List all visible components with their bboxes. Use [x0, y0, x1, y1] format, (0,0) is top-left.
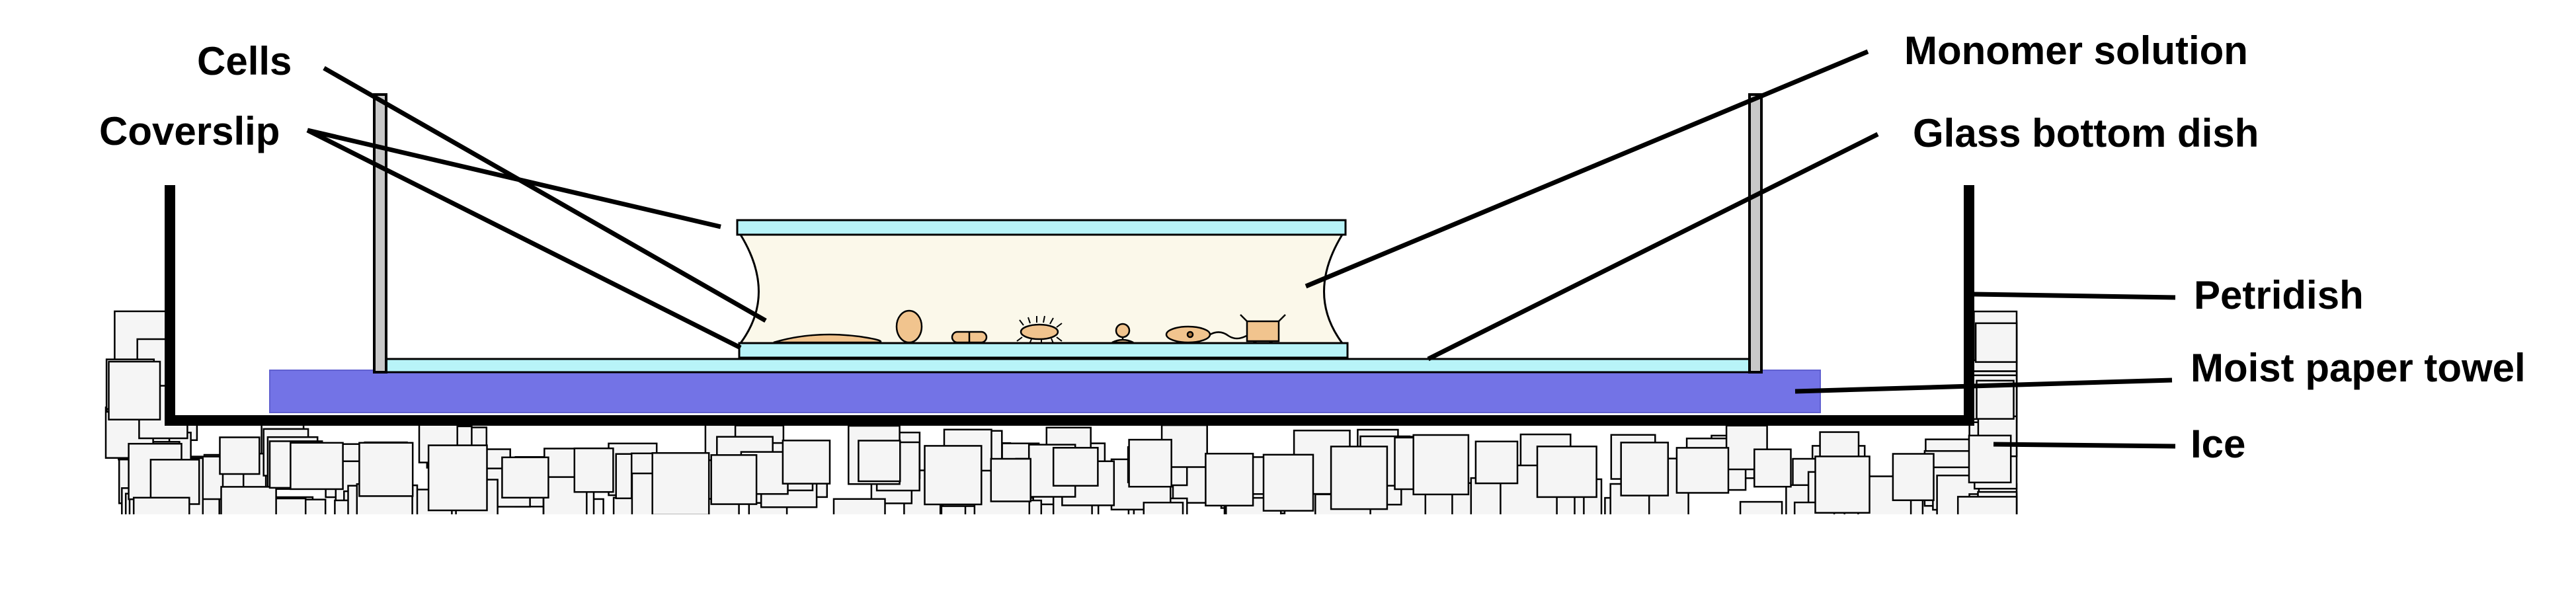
label-cells: Cells: [197, 39, 292, 83]
ice-cube: [1205, 452, 1254, 507]
ice-cube: [1330, 446, 1389, 510]
bottom-coverslip: [738, 342, 1349, 359]
pointer-glass-bottom-dish: [1427, 132, 1879, 362]
label-moist-paper-towel: Moist paper towel: [2191, 346, 2526, 390]
ice-cube: [1814, 455, 1871, 514]
cell-square-lines: [1240, 314, 1286, 344]
petridish: [165, 185, 1974, 426]
ice-cube: [1753, 448, 1792, 488]
pointer-coverslip-bottom: [306, 128, 742, 350]
ice-cube: [427, 444, 488, 512]
ice-cube: [219, 436, 261, 475]
label-glass-bottom-dish: Glass bottom dish: [1913, 111, 2259, 155]
ice-cube: [220, 486, 277, 514]
ice-bed: [104, 310, 2018, 514]
cell-ciliate-cilia: [1016, 315, 1063, 344]
ice-cube: [1620, 442, 1670, 496]
ice-cube: [1956, 496, 2018, 514]
ice-cube: [1739, 500, 1783, 514]
ice-cube: [832, 498, 886, 514]
top-coverslip: [736, 219, 1347, 236]
cell-flagellum: [1209, 331, 1247, 340]
cell-small: [1115, 323, 1131, 338]
cell-flagellate-nucleus: [1186, 331, 1194, 338]
ice-cube: [990, 457, 1031, 502]
ice-cube: [1128, 438, 1172, 488]
ice-cube: [132, 496, 190, 514]
pointer-ice: [1993, 442, 2176, 449]
cells-group: [773, 309, 1286, 344]
glass-bottom-dish-base: [381, 358, 1753, 374]
cell-square: [1246, 320, 1280, 342]
cell-ciliate: [1020, 323, 1059, 340]
ice-cube: [1474, 440, 1519, 485]
ice-cube: [573, 447, 614, 493]
ice-cube: [1536, 446, 1597, 498]
cell-round: [895, 309, 923, 344]
ice-cube: [1974, 322, 2018, 363]
label-petridish: Petridish: [2194, 273, 2364, 317]
ice-cube: [1143, 501, 1184, 514]
pointer-monomer-solution: [1305, 49, 1869, 289]
ice-cube: [501, 456, 549, 499]
ice-cube: [108, 360, 161, 420]
ice-cube: [924, 445, 983, 506]
ice-cube: [1892, 453, 1935, 501]
pointer-coverslip-top: [307, 128, 721, 229]
ice-cube: [782, 440, 831, 485]
ice-cube: [290, 442, 344, 491]
pointer-lines: [306, 49, 2176, 449]
pointer-petridish: [1973, 292, 2176, 300]
dish-wall-right: [1748, 93, 1763, 374]
cell-small-base: [1111, 338, 1134, 344]
pointer-cells: [323, 65, 767, 323]
ice-cube: [858, 440, 901, 483]
ice-cube: [1262, 454, 1314, 512]
dish-wall-left: [373, 93, 387, 374]
ice-cube: [1052, 447, 1099, 487]
label-ice: Ice: [2191, 422, 2245, 466]
pointer-moist-paper-towel: [1794, 377, 2173, 394]
ice-cube: [1412, 434, 1470, 496]
label-monomer-solution: Monomer solution: [1904, 28, 2248, 73]
ice-cube: [358, 442, 414, 497]
label-coverslip: Coverslip: [99, 109, 280, 153]
ice-cube: [149, 459, 200, 505]
ice-cube: [651, 452, 710, 514]
ice-cube: [1675, 447, 1730, 494]
ice-cube: [710, 454, 758, 505]
cell-flat: [773, 333, 882, 344]
moist-paper-towel: [269, 370, 1821, 413]
